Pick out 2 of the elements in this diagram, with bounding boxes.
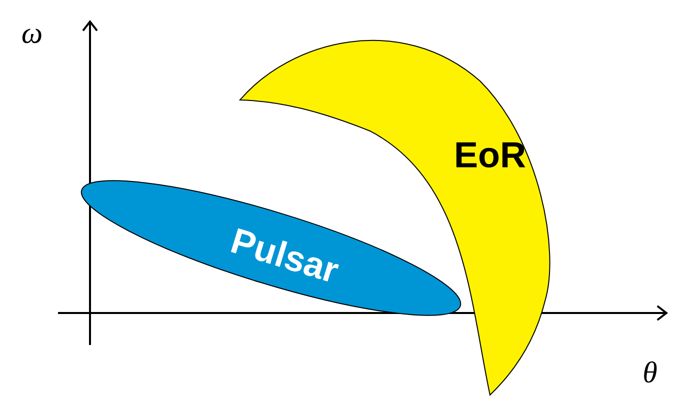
- axis-label: ω: [22, 28, 42, 44]
- axis-label: θ: [644, 361, 657, 383]
